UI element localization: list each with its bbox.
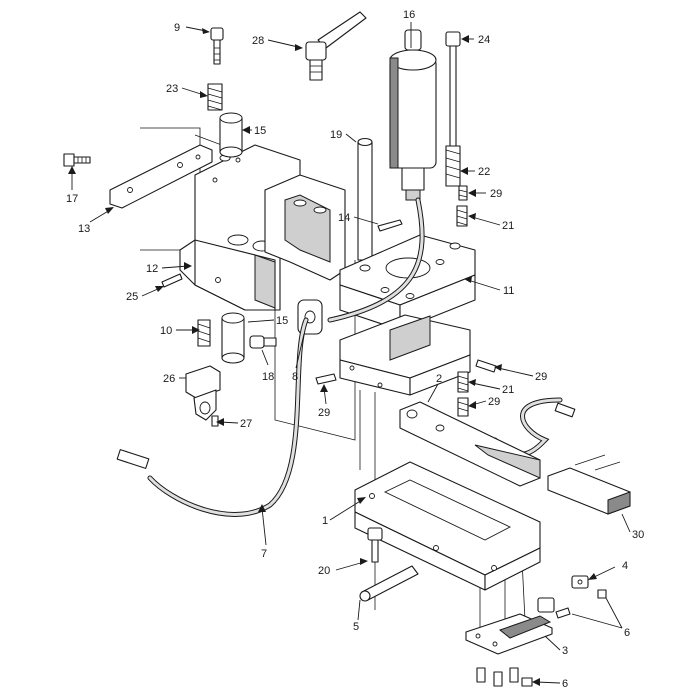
part-29-spring-left bbox=[315, 373, 337, 385]
part-6-screw-upper bbox=[597, 589, 607, 599]
callout-7: 7 bbox=[261, 548, 267, 560]
callout-29d: 29 bbox=[488, 396, 500, 408]
callout-14: 14 bbox=[338, 212, 350, 224]
callout-21b: 21 bbox=[502, 384, 514, 396]
callout-13: 13 bbox=[78, 223, 90, 235]
part-block-small bbox=[537, 597, 555, 613]
callout-labels: 9 28 16 24 23 15 19 22 17 29 13 14 21 12… bbox=[66, 9, 644, 690]
part-28-clamp-lever bbox=[305, 11, 367, 81]
part-24-long-bolt bbox=[445, 31, 461, 147]
part-25-set-screw bbox=[161, 273, 183, 288]
callout-15b: 15 bbox=[276, 315, 288, 327]
part-11-mounting-block bbox=[339, 234, 476, 331]
part-29-spring-right bbox=[475, 359, 497, 373]
part-5-pin bbox=[359, 565, 419, 602]
part-16-motor bbox=[389, 29, 437, 201]
callout-25: 25 bbox=[126, 291, 138, 303]
part-21-spring-lower bbox=[457, 371, 469, 393]
part-3-foot-plate bbox=[465, 613, 553, 655]
callout-29c: 29 bbox=[535, 371, 547, 383]
callout-26: 26 bbox=[163, 373, 175, 385]
part-6-screw-mid bbox=[555, 607, 571, 619]
callout-6b: 6 bbox=[562, 678, 568, 690]
part-18-fitting bbox=[249, 335, 277, 349]
part-9-cap-screw bbox=[210, 27, 224, 65]
callout-21a: 21 bbox=[502, 220, 514, 232]
part-23-spring bbox=[207, 83, 223, 111]
part-10-spring bbox=[197, 319, 211, 347]
callout-3: 3 bbox=[562, 645, 568, 657]
part-15-bushing-upper bbox=[219, 112, 243, 158]
callout-15a: 15 bbox=[254, 125, 266, 137]
part-6-bottom-screws bbox=[476, 667, 533, 687]
part-lower-body bbox=[339, 314, 471, 396]
part-29-spring-upper bbox=[458, 185, 468, 201]
callout-22: 22 bbox=[478, 166, 490, 178]
callout-10: 10 bbox=[160, 325, 172, 337]
leader-lines bbox=[68, 22, 631, 686]
callout-5: 5 bbox=[353, 621, 359, 633]
callout-8: 8 bbox=[292, 371, 298, 383]
callout-16: 16 bbox=[403, 9, 415, 21]
part-15-bushing-lower bbox=[221, 312, 245, 364]
callout-12: 12 bbox=[146, 263, 158, 275]
part-4-block bbox=[571, 575, 589, 589]
part-21-spring-upper bbox=[456, 205, 468, 227]
callout-1: 1 bbox=[322, 515, 328, 527]
part-1-base-frame bbox=[354, 461, 541, 591]
callout-19: 19 bbox=[330, 129, 342, 141]
part-20-bolt bbox=[367, 527, 383, 563]
callout-4: 4 bbox=[622, 560, 628, 572]
part-17-screw bbox=[63, 153, 91, 167]
callout-23: 23 bbox=[166, 83, 178, 95]
callout-29b: 29 bbox=[318, 407, 330, 419]
callout-28: 28 bbox=[252, 35, 264, 47]
callout-9: 9 bbox=[174, 22, 180, 34]
callout-18: 18 bbox=[262, 371, 274, 383]
callout-27: 27 bbox=[240, 418, 252, 430]
part-14-dowel bbox=[377, 219, 403, 232]
part-13-plate bbox=[109, 144, 213, 209]
part-7-cable bbox=[116, 317, 309, 517]
callout-30: 30 bbox=[632, 529, 644, 541]
part-30-sensor-bar bbox=[547, 454, 631, 515]
part-29-spring-lower bbox=[457, 397, 469, 417]
part-19-pin bbox=[357, 137, 373, 261]
cable-motor bbox=[327, 197, 425, 323]
callout-20: 20 bbox=[318, 565, 330, 577]
part-2-lever-arm bbox=[399, 401, 541, 487]
part-center-block bbox=[264, 174, 346, 281]
part-26-bracket bbox=[185, 365, 221, 421]
part-22-spring bbox=[445, 145, 461, 187]
callout-24: 24 bbox=[478, 34, 490, 46]
callout-17: 17 bbox=[66, 193, 78, 205]
callout-11: 11 bbox=[503, 285, 514, 297]
callout-6a: 6 bbox=[624, 627, 630, 639]
callout-29a: 29 bbox=[490, 188, 502, 200]
callout-2: 2 bbox=[436, 373, 442, 385]
part-27-screw bbox=[211, 415, 219, 427]
